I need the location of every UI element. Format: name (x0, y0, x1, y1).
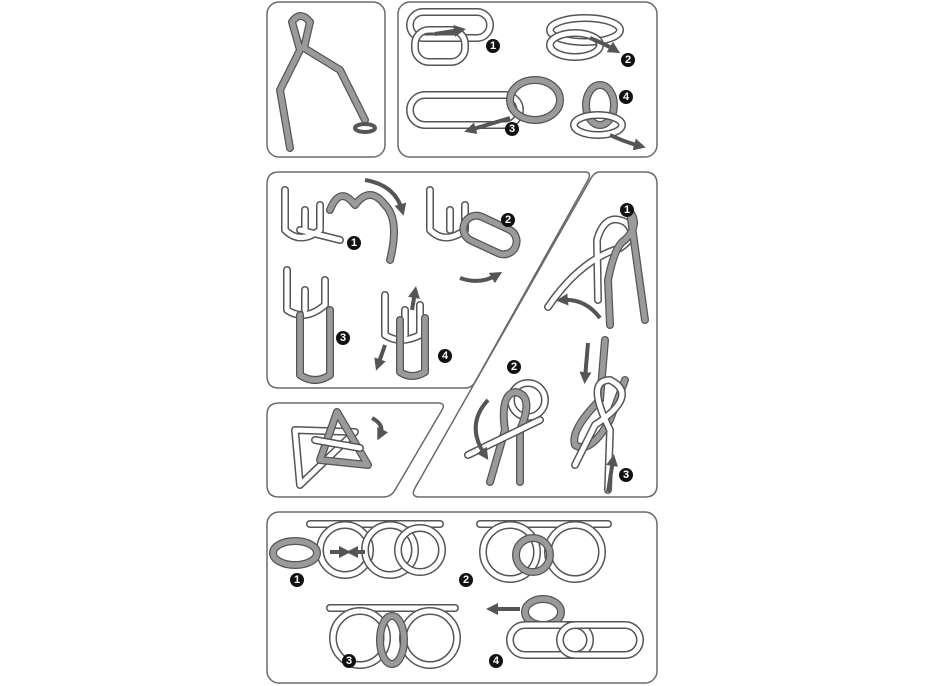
step-badge: 4 (489, 654, 503, 668)
step-number: 1 (624, 204, 630, 216)
step-badge: 3 (336, 331, 350, 345)
step-badge: 3 (505, 122, 519, 136)
step-badge: 4 (438, 349, 452, 363)
step-badge: 3 (342, 654, 356, 668)
step-number: 2 (511, 361, 517, 373)
panel-puzzle-4 (412, 171, 658, 498)
step-badge: 1 (486, 39, 500, 53)
step-number: 1 (490, 40, 496, 52)
step-badge: 2 (507, 360, 521, 374)
panel-puzzle-6 (266, 511, 658, 684)
step-number: 2 (505, 214, 511, 226)
rotate-arrow-icon (353, 122, 377, 134)
step-number: 3 (623, 469, 629, 481)
panel-puzzle-5 (266, 402, 445, 498)
step-badge: 1 (620, 203, 634, 217)
step-number: 3 (340, 332, 346, 344)
panel-puzzle-1 (266, 1, 386, 158)
step-badge: 4 (619, 90, 633, 104)
step-badge: 2 (621, 53, 635, 67)
step-badge: 3 (619, 468, 633, 482)
step-number: 2 (625, 54, 631, 66)
step-number: 1 (294, 574, 300, 586)
step-number: 1 (351, 237, 357, 249)
step-badge: 1 (290, 573, 304, 587)
step-badge: 2 (501, 213, 515, 227)
step-number: 4 (493, 655, 500, 667)
panel-puzzle-2 (397, 1, 658, 158)
step-badge: 2 (459, 573, 473, 587)
step-number: 4 (623, 91, 630, 103)
step-number: 2 (463, 574, 469, 586)
step-badge: 1 (347, 236, 361, 250)
step-number: 3 (346, 655, 352, 667)
step-number: 3 (509, 123, 515, 135)
step-number: 4 (442, 350, 449, 362)
